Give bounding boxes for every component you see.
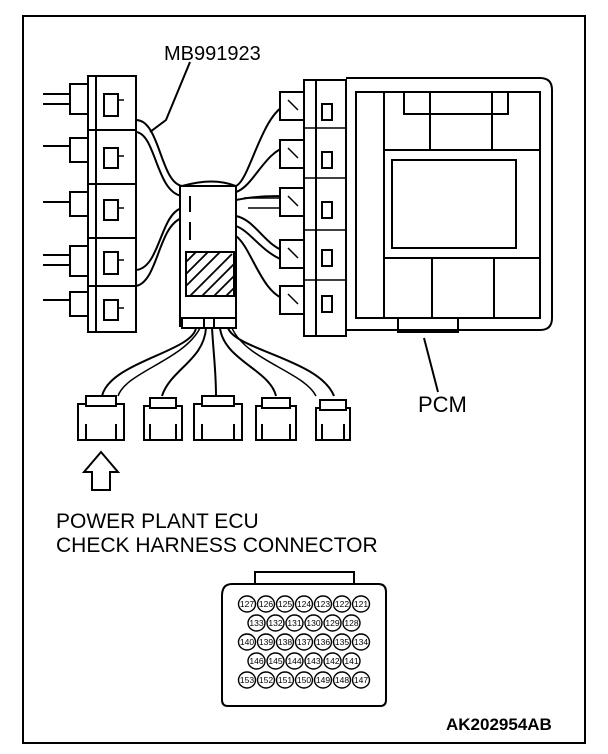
pin-123	[313, 595, 333, 613]
pin-153	[237, 671, 257, 689]
pin-121	[351, 595, 371, 613]
pin-133	[247, 614, 266, 632]
check-connector-3	[193, 395, 243, 441]
pin-label-122: 122	[335, 599, 349, 609]
up-arrow-icon	[81, 450, 121, 491]
figure-frame	[22, 15, 586, 744]
pin-label-121: 121	[354, 599, 368, 609]
pin-151	[275, 671, 295, 689]
pin-label-142: 142	[325, 656, 339, 666]
check-connector-2	[143, 397, 183, 441]
check-harness-fanout	[101, 327, 335, 397]
pin-label-134: 134	[354, 637, 368, 647]
pin-label-129: 129	[325, 618, 339, 628]
pin-label-135: 135	[335, 637, 349, 647]
pin-124	[294, 595, 314, 613]
pin-label-149: 149	[316, 675, 330, 685]
check-harness-connectors	[77, 395, 351, 441]
pin-label-144: 144	[287, 656, 301, 666]
pin-grid: 127 126 125 124 123 122 121 133 132 131 130 129 128 1…	[237, 595, 371, 689]
pin-149	[313, 671, 333, 689]
pin-144	[285, 652, 304, 670]
pin-label-131: 131	[287, 618, 301, 628]
pin-148	[332, 671, 352, 689]
pin-label-130: 130	[306, 618, 320, 628]
pin-label-136: 136	[316, 637, 330, 647]
pin-130	[304, 614, 323, 632]
left-connector-bank	[43, 75, 137, 333]
pin-label-147: 147	[354, 675, 368, 685]
pin-146	[247, 652, 266, 670]
ecu-label-line1: POWER PLANT ECU	[56, 510, 259, 533]
pin-label-151: 151	[278, 675, 292, 685]
pin-134	[351, 633, 371, 651]
pin-140	[237, 633, 257, 651]
pin-label-150: 150	[297, 675, 311, 685]
pin-137	[294, 633, 314, 651]
pcm-leader-line	[423, 337, 439, 393]
pin-138	[275, 633, 295, 651]
pin-126	[256, 595, 276, 613]
pcm-label: PCM	[418, 392, 467, 417]
pin-label-127: 127	[240, 599, 254, 609]
pin-label-126: 126	[259, 599, 273, 609]
tool-leader-line	[149, 61, 191, 133]
pin-143	[304, 652, 323, 670]
pin-label-152: 152	[259, 675, 273, 685]
pin-label-141: 141	[344, 656, 358, 666]
pin-139	[256, 633, 276, 651]
pin-152	[256, 671, 276, 689]
pin-label-143: 143	[306, 656, 320, 666]
connector-face: 127 126 125 124 123 122 121 133 132 131 130 129 128 1…	[221, 571, 387, 707]
pin-label-139: 139	[259, 637, 273, 647]
pin-129	[323, 614, 342, 632]
pin-label-146: 146	[249, 656, 263, 666]
pin-147	[351, 671, 371, 689]
pin-label-145: 145	[268, 656, 282, 666]
pin-label-148: 148	[335, 675, 349, 685]
left-harness-wires	[135, 119, 183, 287]
pin-label-140: 140	[240, 637, 254, 647]
pin-145	[266, 652, 285, 670]
left-cable-stubs	[43, 93, 72, 301]
pin-label-133: 133	[249, 618, 263, 628]
tool-label: MB991923	[164, 43, 261, 65]
check-connector-5	[315, 399, 351, 441]
pin-label-123: 123	[316, 599, 330, 609]
check-connector-1	[77, 395, 125, 441]
pin-label-138: 138	[278, 637, 292, 647]
check-connector-4	[255, 397, 297, 441]
pin-128	[342, 614, 361, 632]
pin-150	[294, 671, 314, 689]
pin-125	[275, 595, 295, 613]
ecu-label-line2: CHECK HARNESS CONNECTOR	[56, 534, 378, 557]
pin-label-132: 132	[268, 618, 282, 628]
pin-label-137: 137	[297, 637, 311, 647]
pin-141	[342, 652, 361, 670]
pin-136	[313, 633, 333, 651]
pin-127	[237, 595, 257, 613]
pin-label-124: 124	[297, 599, 311, 609]
pin-label-153: 153	[240, 675, 254, 685]
pin-135	[332, 633, 352, 651]
pcm-connector-strip	[279, 79, 347, 337]
pin-142	[323, 652, 342, 670]
pin-131	[285, 614, 304, 632]
pcm-body	[346, 77, 553, 333]
pin-122	[332, 595, 352, 613]
figure-id: AK202954AB	[446, 715, 552, 734]
pin-132	[266, 614, 285, 632]
center-harness-bundle	[179, 180, 237, 329]
pin-label-128: 128	[344, 618, 358, 628]
pin-label-125: 125	[278, 599, 292, 609]
